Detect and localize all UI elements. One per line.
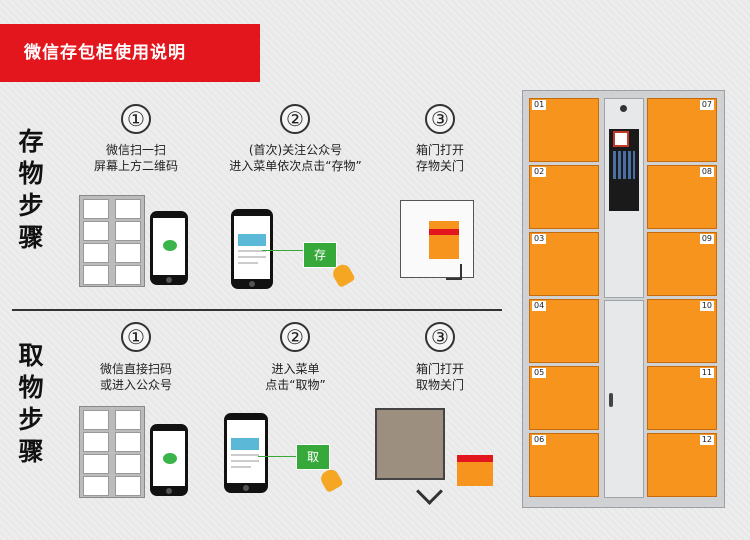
caption-line: 箱门打开 (415, 143, 464, 157)
hand-icon (318, 466, 344, 494)
side-char: 物 (18, 159, 44, 188)
side-char: 取 (18, 341, 44, 370)
locker-door-03: 03 (529, 232, 599, 296)
door-number: 06 (532, 435, 547, 445)
locker-door-11: 11 (647, 366, 717, 430)
phone-illustration (150, 424, 188, 496)
page-title: 微信存包柜使用说明 (0, 24, 260, 82)
camera-icon (620, 105, 627, 112)
store-steps-label: 存 物 步 骤 (14, 126, 48, 254)
caption-line: 存物关门 (415, 159, 464, 173)
side-char: 骤 (18, 437, 44, 466)
side-char: 步 (18, 405, 44, 434)
door-number: 10 (699, 301, 714, 311)
caption-line: 箱门打开 (415, 362, 464, 376)
step-3-caption: 箱门打开 存物关门 (400, 142, 480, 174)
step-3-number: ③ (425, 104, 455, 134)
step-3-number: ③ (425, 322, 455, 352)
step-2-caption: 进入菜单 点击“取物” (213, 361, 378, 393)
caption-line: 屏幕上方二维码 (93, 159, 178, 173)
caption-line: 点击“取物” (265, 378, 326, 392)
door-number: 08 (699, 167, 714, 177)
locker-door-12: 12 (647, 433, 717, 497)
store-menu-button: 存 (303, 242, 337, 268)
caption-line: 微信直接扫码 (99, 362, 172, 376)
side-char: 步 (18, 191, 44, 220)
side-char: 骤 (18, 223, 44, 252)
wechat-icon (163, 240, 177, 251)
step-3-caption: 箱门打开 取物关门 (400, 361, 480, 393)
package-icon (457, 462, 493, 486)
retrieve-steps-label: 取 物 步 骤 (14, 340, 48, 468)
locker-door-10: 10 (647, 299, 717, 363)
locker-door-07: 07 (647, 98, 717, 162)
phone-illustration (150, 211, 188, 285)
retrieve-menu-button: 取 (296, 444, 330, 470)
door-number: 02 (532, 167, 547, 177)
control-panel (604, 98, 644, 298)
door-number: 09 (699, 234, 714, 244)
side-char: 存 (18, 127, 44, 156)
step-1-number: ① (121, 322, 151, 352)
locker-door-05: 05 (529, 366, 599, 430)
step-1-number: ① (121, 104, 151, 134)
display-screen (609, 129, 639, 211)
caption-line: 进入菜单 (271, 362, 320, 376)
close-arrow-icon (446, 264, 462, 280)
locker-illustration (79, 406, 145, 498)
lock-icon (609, 393, 613, 407)
down-arrow-icon (416, 478, 443, 505)
locker-door-09: 09 (647, 232, 717, 296)
pointer-line (262, 250, 304, 251)
caption-line: 取物关门 (415, 378, 464, 392)
caption-line: (首次)关注公众号 (248, 143, 343, 157)
qr-code-icon (613, 131, 629, 147)
locker-illustration (79, 195, 145, 287)
locker-door-04: 04 (529, 299, 599, 363)
keypad-icon (613, 151, 635, 179)
door-number: 07 (699, 100, 714, 110)
caption-line: 微信扫一扫 (105, 143, 166, 157)
package-lid (457, 455, 493, 462)
side-char: 物 (18, 373, 44, 402)
locker-cabinet: 01 02 03 04 05 06 07 08 09 10 11 12 (522, 90, 725, 508)
step-2-caption: (首次)关注公众号 进入菜单依次点击“存物” (213, 142, 378, 174)
door-number: 01 (532, 100, 547, 110)
door-number: 03 (532, 234, 547, 244)
section-divider (12, 309, 502, 311)
door-number: 12 (699, 435, 714, 445)
phone-menu-illustration (231, 209, 273, 289)
phone-menu-illustration (224, 413, 268, 493)
door-number: 04 (532, 301, 547, 311)
wechat-icon (163, 453, 177, 464)
locker-door-01: 01 (529, 98, 599, 162)
step-2-number: ② (280, 322, 310, 352)
locker-door-08: 08 (647, 165, 717, 229)
open-locker-illustration (400, 200, 474, 278)
locker-door-02: 02 (529, 165, 599, 229)
step-1-caption: 微信直接扫码 或进入公众号 (76, 361, 196, 393)
locker-door-06: 06 (529, 433, 599, 497)
step-1-caption: 微信扫一扫 屏幕上方二维码 (76, 142, 196, 174)
open-locker-illustration (375, 408, 445, 480)
cabinet-lower-panel (604, 300, 644, 498)
pointer-line (258, 456, 298, 457)
caption-line: 进入菜单依次点击“存物” (229, 159, 362, 173)
step-2-number: ② (280, 104, 310, 134)
door-number: 11 (699, 368, 714, 378)
door-number: 05 (532, 368, 547, 378)
caption-line: 或进入公众号 (99, 378, 172, 392)
